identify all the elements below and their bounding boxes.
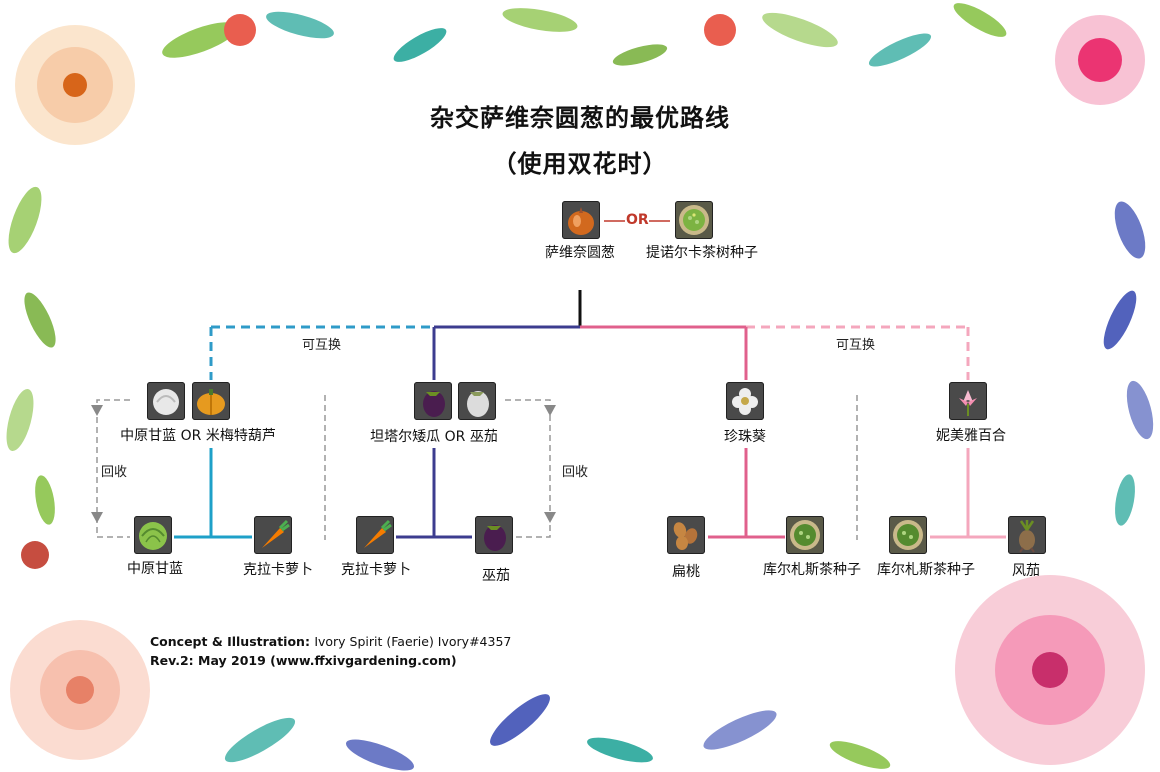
credit-concept-label: Concept & Illustration:: [150, 634, 315, 649]
seed-bowl-icon: [889, 516, 927, 554]
onion-icon: [562, 201, 600, 239]
label-group1-child-b: 克拉卡萝卜: [243, 562, 313, 578]
diagram-title: 杂交萨维奈圆葱的最优路线: [430, 104, 730, 132]
recycle-note-left: 回收: [101, 465, 128, 480]
cabbage-green-icon: [134, 516, 172, 554]
label-group3-child-a: 扁桃: [672, 564, 700, 580]
label-group2-child-a: 克拉卡萝卜: [341, 562, 411, 578]
label-group2-child-b: 巫茄: [482, 568, 510, 584]
mandrake-icon: [1008, 516, 1046, 554]
carrot-icon: [254, 516, 292, 554]
interchangeable-note-left: 可互换: [302, 338, 342, 353]
label-group4-child-b: 风茄: [1012, 563, 1040, 579]
label-group1-parents: 中原甘蓝 OR 米梅特葫芦: [120, 428, 276, 444]
credit-concept-value: Ivory Spirit (Faerie) Ivory#4357: [314, 634, 512, 649]
label-group3-parent: 珍珠葵: [724, 429, 766, 445]
credit-line-1: Concept & Illustration: Ivory Spirit (Fa…: [150, 634, 511, 649]
label-savory-onion: 萨维奈圆葱: [545, 245, 615, 261]
pumpkin-icon: [192, 382, 230, 420]
seed-bowl-icon: [786, 516, 824, 554]
recycle-note-right: 回收: [562, 465, 589, 480]
flower-white-icon: [726, 382, 764, 420]
interchangeable-note-right: 可互换: [836, 338, 876, 353]
carrot-icon: [356, 516, 394, 554]
cabbage-white-icon: [147, 382, 185, 420]
label-group3-child-b: 库尔札斯茶种子: [763, 562, 861, 578]
or-separator: OR: [626, 212, 649, 228]
eggplant-purple-icon: [475, 516, 513, 554]
almond-icon: [667, 516, 705, 554]
label-tea-seed: 提诺尔卡茶树种子: [646, 245, 758, 261]
seed-bowl-icon: [675, 201, 713, 239]
label-group4-child-a: 库尔札斯茶种子: [877, 562, 975, 578]
label-group4-parent: 妮美雅百合: [936, 428, 1006, 444]
diagram-subtitle: （使用双花时）: [492, 150, 668, 178]
lily-icon: [949, 382, 987, 420]
label-group2-parents: 坦塔尔矮瓜 OR 巫茄: [370, 429, 498, 445]
credit-line-2: Rev.2: May 2019 (www.ffxivgardening.com): [150, 653, 457, 668]
eggplant-purple-icon: [414, 382, 452, 420]
label-group1-child-a: 中原甘蓝: [127, 561, 183, 577]
eggplant-white-icon: [458, 382, 496, 420]
